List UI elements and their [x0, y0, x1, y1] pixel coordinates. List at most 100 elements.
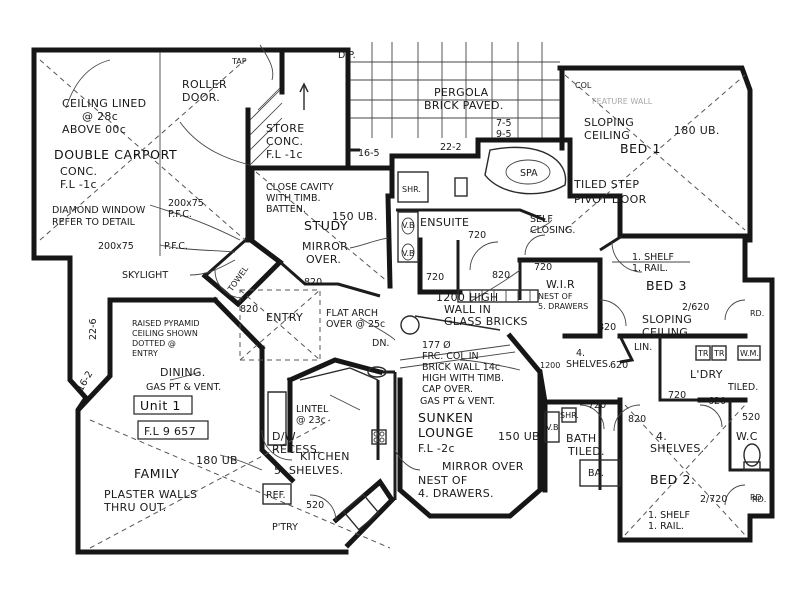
down-label: DN.	[372, 338, 389, 349]
pergola-note: BRICK PAVED.	[424, 99, 504, 112]
bath-name: BATH	[566, 432, 596, 445]
bed2-labels: 820 4. SHELVES. BED 2. 2/720 1. SHELF 1.…	[628, 414, 764, 532]
carport-lintel-size: 200x75	[168, 198, 204, 209]
carport-ceiling-note-1: CEILING LINED	[62, 97, 146, 110]
floor-level-box	[137, 420, 209, 440]
lounge-floor: F.L -2c	[418, 442, 455, 455]
bath-floor: TILED.	[567, 445, 605, 458]
ensuite-name: ENSUITE	[420, 216, 469, 229]
bed3-shelf: 1. SHELF	[632, 252, 674, 263]
study-cavity-note-3: BATTEN.	[266, 204, 306, 215]
lounge-gas-note: GAS PT & VENT.	[420, 396, 495, 407]
dining-dim-162: 16-2	[75, 369, 95, 393]
store-labels: ROLLER DOOR. TAP STORE CONC. F.L -1c	[182, 57, 304, 161]
pergola-labels: D.P. PERGOLA BRICK PAVED. 7-5 9-5	[338, 50, 512, 140]
wc-robe-door: RD.	[752, 495, 766, 504]
study-mirror-2: OVER.	[306, 253, 341, 266]
laundry-floor: TILED.	[727, 382, 758, 393]
roller-door-hatch	[249, 87, 283, 166]
hall-shelves-label: SHELVES.	[566, 359, 611, 370]
lounge-beam-dim: 150 UB.	[498, 430, 544, 443]
laundry-labels: TR TR W.M. L'DRY TILED. 720 620 520 W.C …	[668, 349, 766, 504]
bed1-name: BED 1	[620, 141, 661, 156]
ensuite-door-720-b: 720	[426, 272, 444, 283]
lounge-labels: GAS PT & VENT. SUNKEN LOUNGE 150 UB. F.L…	[418, 396, 544, 500]
study-labels: CLOSE CAVITY WITH TIMB. BATTEN. 150 UB. …	[266, 182, 377, 266]
family-beam-dim: 180 UB	[196, 454, 238, 467]
dining-dim-226: 22-6	[88, 318, 99, 340]
ensuite-self-closing-2: CLOSING.	[530, 225, 575, 236]
wir-name: W.I.R	[546, 278, 575, 291]
bath-door-720: 720	[588, 400, 606, 411]
tap-label: TAP	[231, 57, 247, 66]
family-note-1: PLASTER WALLS	[104, 488, 197, 501]
ensuite-labels: 16-5 22-2 SHR. SPA V.B V.B ENSUITE SELF …	[358, 142, 575, 283]
flat-arch-2: OVER @ 25c	[326, 319, 385, 330]
bed3-dim: 2/620	[682, 302, 709, 313]
column-note-4: HIGH WITH TIMB.	[422, 373, 504, 384]
bed2-dim: 2/720	[700, 494, 727, 505]
carport-ceiling-note-2: @ 28c	[82, 110, 118, 123]
laundry-door-520: 520	[742, 412, 760, 423]
pergola-top-label: D.P.	[338, 50, 356, 61]
carport-lintel-type: P.F.C.	[168, 209, 192, 220]
lounge-name-1: SUNKEN	[418, 410, 473, 425]
kitchen-lintel-2: @ 23c	[296, 415, 326, 426]
entry-pyramid-2: CEILING SHOWN	[132, 329, 198, 338]
bed3-labels: 1. SHELF 1. RAIL. BED 3 2/620 SLOPING CE…	[632, 252, 764, 339]
unit-label-box	[133, 395, 193, 415]
family-name: FAMILY	[134, 466, 180, 481]
skylight-door-820: 820	[304, 277, 322, 288]
bath-vanity-label: V.B	[546, 423, 558, 432]
ensuite-self-closing-1: SELF	[530, 214, 553, 225]
wir-labels: 720 W.I.R NEST OF 5. DRAWERS	[534, 262, 588, 311]
glass-wall-note-2: WALL IN	[444, 303, 491, 316]
dining-name: DINING.	[160, 366, 206, 379]
wir-door-720: 720	[534, 262, 552, 273]
skylight-label: SKYLIGHT	[122, 270, 168, 281]
pergola-dim-1: 7-5	[496, 118, 512, 129]
ensuite-vanity-2: V.B	[402, 249, 414, 258]
glass-brick-wall	[457, 289, 539, 303]
kitchen-door-520: 520	[306, 500, 324, 511]
linen-label: LIN.	[634, 342, 652, 353]
hall-shelves-count: 4.	[576, 348, 585, 359]
bath-tub-label: BA.	[588, 468, 604, 479]
towel-label: TOWEL	[226, 264, 251, 294]
roller-door-label-2: DOOR.	[182, 91, 220, 104]
fixtures	[39, 42, 761, 549]
bed2-rail: 1. RAIL.	[648, 521, 684, 532]
interior-walls	[201, 137, 772, 549]
exterior-walls	[31, 47, 775, 555]
bath-shower-label: SHR.	[560, 411, 579, 420]
washing-machine-label: W.M.	[740, 349, 759, 358]
dishwasher-label-2: RECESS.	[272, 443, 321, 456]
ensuite-door-720: 720	[468, 230, 486, 241]
hall-door-820: 820	[598, 322, 616, 333]
bed1-pivot-door: PIVOT DOOR	[574, 193, 647, 206]
wc-label: W.C	[736, 430, 758, 443]
bed1-tiled-step: TILED STEP	[573, 178, 639, 191]
spa-label: SPA	[520, 168, 538, 179]
ensuite-dim-222: 22-2	[440, 142, 462, 153]
bed2-shelves-label: SHELVES.	[650, 442, 704, 455]
glass-wall-labels: 1200 HIGH WALL IN GLASS BRICKS	[436, 291, 528, 328]
carport-ceiling-note-3: ABOVE 00c	[62, 123, 126, 136]
bed3-rail: 1. RAIL.	[632, 263, 668, 274]
fridge-label: REF.	[266, 490, 286, 501]
diamond-window-note-2: REFER TO DETAIL	[52, 217, 136, 228]
store-floor-2: F.L -1c	[266, 148, 303, 161]
lounge-name-2: LOUNGE	[418, 425, 474, 440]
entry-labels: SKYLIGHT 820 TOWEL 820 ENTRY RAISED PYRA…	[122, 264, 385, 358]
unit-labels: Unit 1 F.L 9 657	[133, 395, 209, 440]
carport-floor-1: CONC.	[60, 165, 97, 178]
flat-arch-1: FLAT ARCH	[326, 308, 378, 319]
bed3-name: BED 3	[646, 278, 687, 293]
bed3-robe-door: RD.	[750, 309, 764, 318]
kitchen-lintel-1: LINTEL	[296, 404, 329, 415]
study-mirror-1: MIRROR	[302, 240, 348, 253]
entry-pyramid-3: DOTTED @	[132, 339, 176, 348]
unit-name: Unit 1	[140, 398, 181, 413]
bed1-labels: COL FEATURE WALL SLOPING CEILING 180 UB.…	[573, 81, 719, 206]
column-note-5: CAP OVER.	[422, 384, 473, 395]
